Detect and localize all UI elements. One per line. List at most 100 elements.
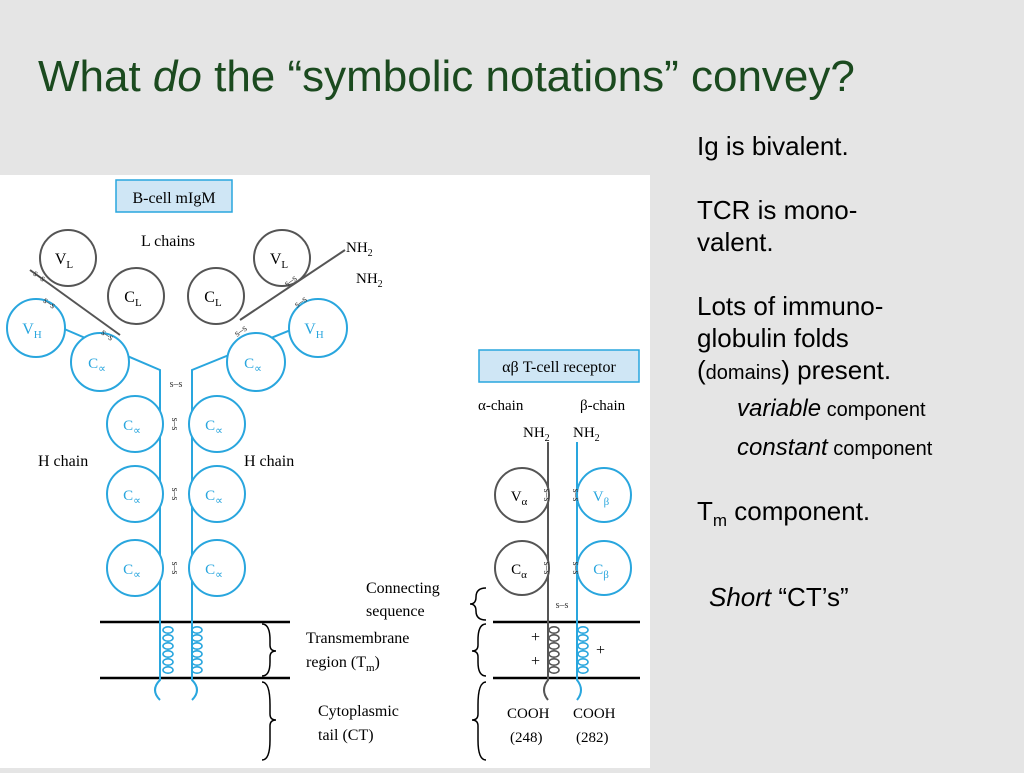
cmu4-left-c: C [123, 562, 133, 578]
transmembrane-line2: region (Tm) [306, 654, 380, 674]
note-constant-rest: component [827, 438, 933, 460]
vl-left-sub: L [66, 259, 73, 271]
svg-text:C∝: C∝ [88, 356, 106, 375]
svg-text:Vα: Vα [511, 489, 528, 508]
calpha-sub: α [521, 569, 527, 581]
svg-text:CL: CL [204, 289, 222, 309]
note-constant-em: constant [737, 434, 828, 461]
heavy-chain-left [19, 309, 161, 701]
note-present: ) present. [781, 355, 892, 385]
note-short-em: Short [709, 582, 772, 613]
tcr-ss-cbeta: s–s [570, 562, 581, 575]
note-tm: Tm component. [697, 495, 1017, 537]
cmu3-right-c: C [205, 488, 215, 504]
note-tm-rest: component. [727, 496, 871, 526]
cytoplasmic-line2: tail (CT) [318, 727, 374, 744]
nh2-1-text: NH [346, 240, 368, 256]
tcr-ss-calpha: s–s [541, 562, 552, 575]
domain-vh-left: VH [6, 298, 66, 358]
cmu2-right-c: C [205, 418, 215, 434]
tcr-ss-vbeta: s–s [570, 489, 581, 502]
cl-right-sub: L [215, 297, 222, 309]
cytoplasmic-line1: Cytoplasmic [318, 703, 399, 720]
domain-cmu1-left: C∝ [70, 332, 130, 392]
region-labels: Connecting sequence Transmembrane region… [306, 580, 440, 744]
domain-cmu4-right [188, 539, 246, 597]
svg-text:C∝: C∝ [123, 488, 141, 507]
note-folds-line3: (domains) present. [697, 354, 1017, 389]
domain-calpha: Cα [494, 540, 550, 596]
note-tcr-line1: TCR is mono- [697, 195, 858, 225]
bcell-label: B-cell mIgM [132, 190, 215, 207]
title-emphasis: do [152, 52, 202, 101]
cmu3-right-sub: ∝ [215, 495, 223, 507]
cbeta-c: C [593, 562, 603, 578]
svg-text:VL: VL [55, 251, 74, 271]
tcr-nh2-alpha-sub: 2 [545, 433, 550, 444]
note-variable-rest: component [821, 399, 926, 421]
tcr-ss-connecting: s–s [556, 600, 569, 611]
brace-tm-ig [261, 623, 277, 677]
vbeta-sub: β [604, 496, 610, 508]
nh2-1-sub: 2 [368, 248, 373, 259]
domain-cmu4-left [106, 539, 164, 597]
ig-transmembrane-coils [162, 625, 203, 675]
cmu1-left-sub: ∝ [98, 363, 106, 375]
alpha-chain-label: α-chain [478, 398, 524, 414]
domain-cl-left: CL [107, 267, 165, 325]
transmembrane-sub: m [366, 662, 375, 674]
svg-text:VH: VH [22, 321, 42, 341]
tcr-beta-chain [576, 442, 582, 701]
domain-cmu2-left [106, 395, 164, 453]
note-folds-line1: Lots of immuno- [697, 291, 884, 321]
nh2-label-1: NH2 [346, 240, 373, 259]
cmu1-right-sub: ∝ [254, 363, 262, 375]
transmembrane-close: ) [375, 654, 380, 671]
charge-plus-alpha-1: + [531, 629, 540, 646]
cmu1-left-c: C [88, 356, 98, 372]
tcr-nh2-beta-sub: 2 [595, 433, 600, 444]
svg-text:C∝: C∝ [205, 488, 223, 507]
note-ig-bivalent: Ig is bivalent. [697, 131, 849, 161]
tcell-label-box [478, 349, 640, 383]
svg-text:C∝: C∝ [123, 562, 141, 581]
tcr-nh2-alpha: NH2 [523, 425, 550, 444]
cooh-beta-residue: (282) [576, 730, 609, 746]
cmu4-right-sub: ∝ [215, 569, 223, 581]
cmu2-right-sub: ∝ [215, 425, 223, 437]
receptor-diagram: B-cell mIgM L chains VL CL CL VL VH VH C… [6, 179, 640, 761]
vbeta-v: V [593, 489, 604, 505]
cooh-alpha-residue: (248) [510, 730, 543, 746]
domain-vl-left: VL [39, 229, 97, 287]
domain-vh-right: VH [288, 298, 348, 358]
vh-left-sub: H [34, 329, 42, 341]
bcell-label-box [115, 179, 233, 213]
svg-text:C∝: C∝ [123, 418, 141, 437]
tcr-nh2-beta-text: NH [573, 425, 595, 441]
domain-cmu3-left [106, 465, 164, 523]
slide-title: What do the “symbolic notations” convey? [38, 52, 855, 102]
vl-right-v: V [270, 251, 282, 268]
cmu3-left-c: C [123, 488, 133, 504]
vl-left-v: V [55, 251, 67, 268]
cl-left-sub: L [135, 297, 142, 309]
note-tm-sub: m [712, 511, 728, 531]
note-paren: ( [697, 355, 706, 385]
ss-4: s–s [169, 562, 180, 575]
nh2-2-sub: 2 [378, 279, 383, 290]
charge-plus-alpha-2: + [531, 653, 540, 670]
vl-right-sub: L [281, 259, 288, 271]
brace-ct-ig [261, 681, 277, 761]
h-chain-right-label: H chain [244, 453, 294, 470]
domain-cmu3-right [188, 465, 246, 523]
cmu1-right-c: C [244, 356, 254, 372]
cooh-alpha: COOH [507, 706, 550, 722]
cooh-beta: COOH [573, 706, 616, 722]
svg-text:C∝: C∝ [244, 356, 262, 375]
nh2-label-2: NH2 [356, 271, 383, 290]
svg-text:CL: CL [124, 289, 142, 309]
domain-cmu2-right [188, 395, 246, 453]
title-prefix: What [38, 52, 153, 101]
domain-cl-right: CL [187, 267, 245, 325]
ig-disulfide-bonds: s–s s–s s–s s–s s–s s–s s–s s–s s–s s–s [31, 268, 310, 574]
